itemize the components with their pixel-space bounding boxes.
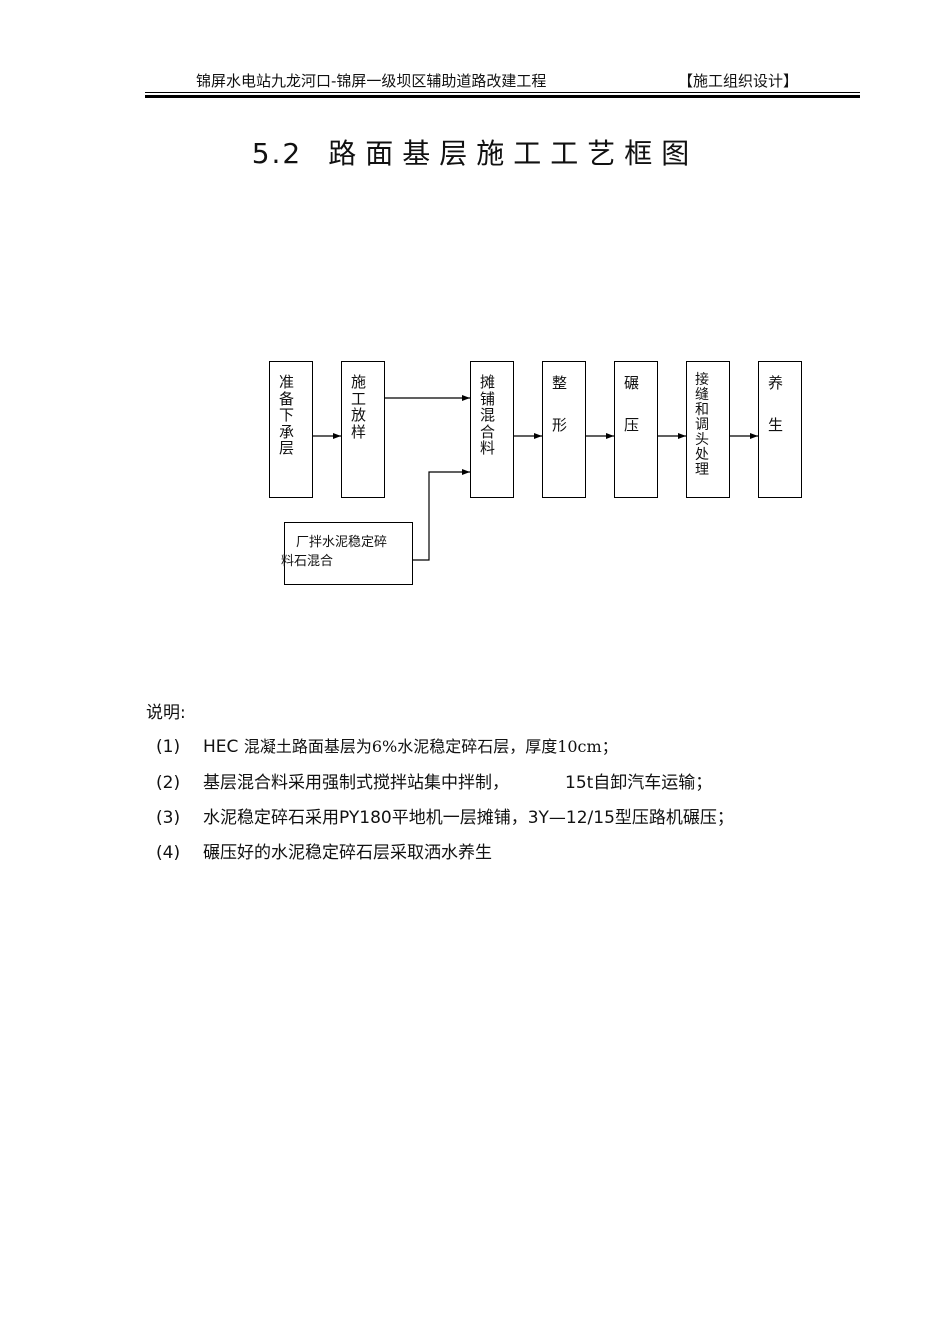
note-text: 碾压好的水泥稳定碎石层采取洒水养生: [203, 843, 492, 863]
flow-step-label: 整形: [552, 374, 568, 434]
flow-step-prepare-base: 准备下承层: [269, 361, 313, 498]
note-number: (1): [156, 737, 181, 757]
flow-step-label: 接缝和调头处理: [695, 372, 709, 478]
source-label-line2: 料石混合: [281, 554, 334, 569]
note-number: (4): [156, 843, 181, 863]
flow-step-label: 养生: [768, 374, 784, 434]
header-project-title: 锦屏水电站九龙河口-锦屏一级坝区辅助道路改建工程: [196, 72, 547, 90]
note-text: 基层混合料采用强制式搅拌站集中拌制，: [203, 773, 509, 793]
flow-step-shaping: 整形: [542, 361, 586, 498]
flowchart-connectors: [313, 395, 758, 561]
note-number: (2): [156, 773, 181, 793]
page-title: 5.2 路面基层施工工艺框图: [0, 132, 950, 172]
note-item-2: (2) 基层混合料采用强制式搅拌站集中拌制， 15t自卸汽车运输；: [156, 768, 712, 793]
flow-step-label: 准备下承层: [279, 373, 295, 457]
flow-step-rolling: 碾压: [614, 361, 658, 498]
note-text: 水泥稳定碎石采用PY180平地机一层摊铺，3Y—12/15型压路机碾压；: [203, 808, 734, 828]
header-doc-type: 【施工组织设计】: [678, 72, 799, 90]
flow-source-plant-mix: 厂拌水泥稳定碎 料石混合: [281, 522, 413, 585]
notes-heading: 说明:: [146, 703, 186, 723]
flow-step-label: 摊铺混合料: [480, 373, 496, 457]
note-text: 混凝土路面基层为6%水泥稳定碎石层，厚度10cm；: [243, 737, 618, 756]
flow-step-spread-mix: 摊铺混合料: [470, 361, 514, 498]
note-tail: 15t自卸汽车运输；: [565, 773, 713, 793]
header-rule-thick: [145, 95, 860, 98]
note-item-1: (1) HEC 混凝土路面基层为6%水泥稳定碎石层，厚度10cm；: [156, 733, 618, 757]
header-rule-thin: [145, 92, 860, 93]
source-label-line1: 厂拌水泥稳定碎: [296, 535, 388, 550]
note-number: (3): [156, 808, 181, 828]
note-lead: HEC: [203, 737, 239, 757]
flow-step-label: 碾压: [624, 374, 640, 434]
arrow-source-s3: [413, 469, 470, 561]
flow-step-joints: 接缝和调头处理: [686, 361, 730, 498]
note-item-4: (4) 碾压好的水泥稳定碎石层采取洒水养生: [156, 838, 492, 863]
section-number: 5.2: [251, 137, 303, 170]
flow-step-curing: 养生: [758, 361, 802, 498]
flow-step-label: 施工放样: [351, 373, 367, 441]
section-title: 路面基层施工工艺框图: [328, 137, 699, 170]
note-item-3: (3) 水泥稳定碎石采用PY180平地机一层摊铺，3Y—12/15型压路机碾压；: [156, 803, 734, 828]
flow-step-setting-out: 施工放样: [341, 361, 385, 498]
